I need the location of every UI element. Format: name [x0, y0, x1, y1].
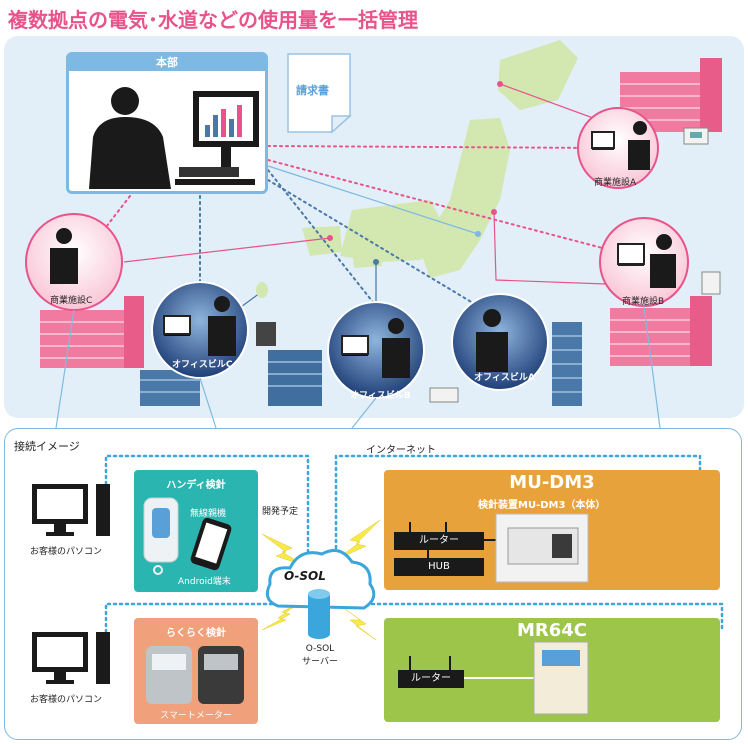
invoice-label: 請求書 [296, 84, 329, 97]
mr64c-devices [409, 641, 589, 715]
android-label: Android端末 [178, 577, 231, 587]
cloud-icon [265, 548, 376, 610]
customer-pc-label-1: お客様のパソコン [30, 547, 103, 557]
mr64c-box: MR64C ルーター [384, 618, 720, 722]
server-icon [308, 589, 330, 639]
handy-devices [143, 497, 232, 575]
handy-title: ハンディ検針 [166, 480, 226, 491]
mu-dm3-hub: HUB [394, 558, 484, 576]
osol-logo: O-SOL [284, 569, 326, 583]
mu-dm3-box: MU-DM3 検針装置MU-DM3（本体） ルーター HUB [384, 470, 720, 590]
wireless-label: 無線親機 [190, 509, 227, 519]
osol-server-line2: サーバー [302, 657, 338, 667]
mu-dm3-title: MU-DM3 [509, 472, 595, 493]
commercial-buildings [40, 58, 722, 368]
headquarters-illustration [89, 87, 259, 189]
rakuraku-title: らくらく検針 [166, 628, 226, 639]
mu-dm3-devices [409, 513, 589, 583]
invoice-icon [287, 53, 352, 134]
mr64c-router: ルーター [398, 670, 464, 688]
mu-dm3-router: ルーター [394, 532, 484, 550]
site-label-commercial-a: 商業施設A [594, 178, 637, 188]
site-label-office-b: オフィスビルB [350, 391, 411, 401]
osol-server-line1: O-SOL [305, 644, 335, 654]
rakuraku-reading-box: らくらく検針 スマートメーター [134, 618, 258, 724]
site-label-commercial-b: 商業施設B [622, 297, 665, 307]
customer-pc-label-3: お客様のパソコン [30, 695, 103, 705]
headquarters-label: 本部 [69, 55, 265, 71]
osol-server-label: O-SOL サーバー [302, 644, 338, 667]
meter-devices [256, 127, 721, 403]
office-buildings [140, 322, 582, 406]
connection-image-label: 接続イメージ [14, 440, 80, 453]
smart-meter-label: スマートメーター [160, 711, 232, 721]
site-label-office-a: オフィスビルA [474, 373, 535, 383]
internet-label: インターネット [366, 445, 436, 456]
handy-reading-box: ハンディ検針 無線親機 Android端末 [134, 470, 258, 592]
smart-meter-icons [146, 646, 244, 704]
overview-graphics [25, 40, 722, 406]
mr64c-title: MR64C [516, 620, 588, 641]
page-title: 複数拠点の電気･水道などの使用量を一括管理 [8, 8, 418, 32]
mu-dm3-subtitle: 検針装置MU-DM3（本体） [478, 500, 606, 511]
headquarters-box: 本部 [66, 52, 268, 194]
planned-label: 開発予定 [262, 507, 299, 517]
site-label-office-c: オフィスビルC [172, 360, 233, 370]
site-label-commercial-c: 商業施設C [50, 296, 93, 306]
